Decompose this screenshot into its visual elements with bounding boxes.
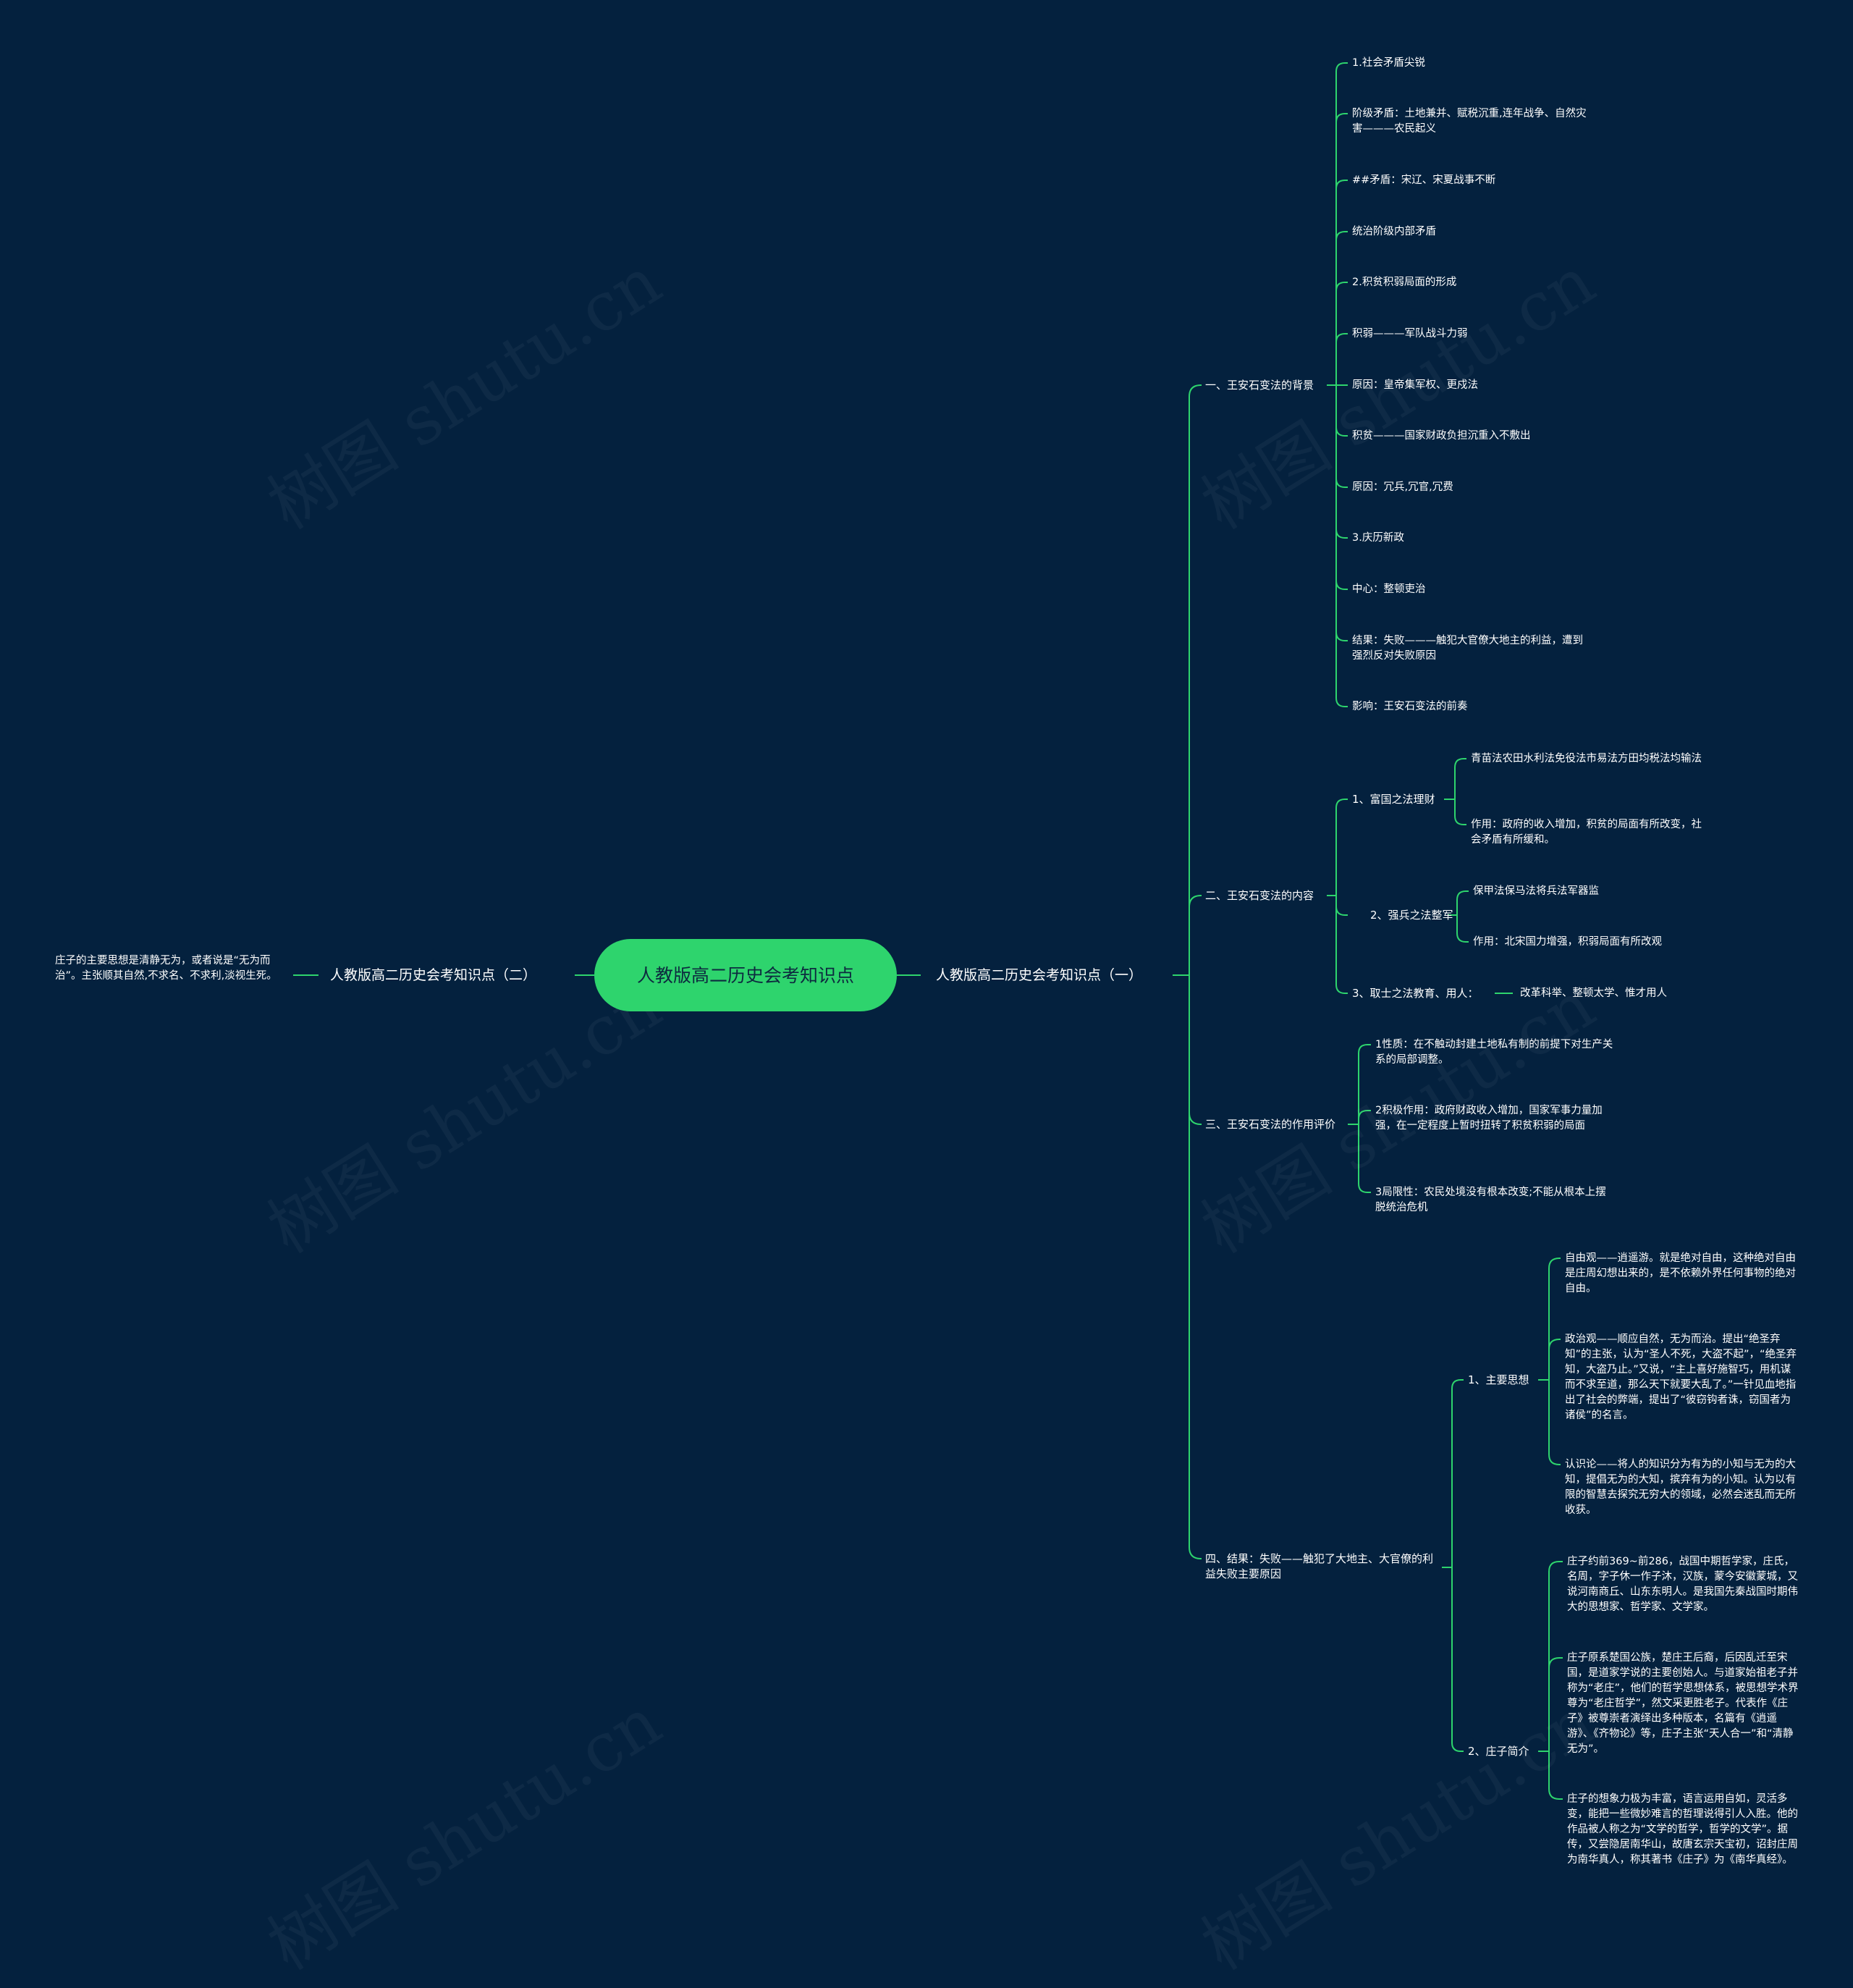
leaf-node[interactable]: 积贫———国家财政负担沉重入不敷出 [1352, 430, 1531, 442]
connector-line [1335, 799, 1348, 896]
subsection-node[interactable]: 2、庄子简介 [1468, 1745, 1529, 1758]
leaf-node[interactable]: 中心：整顿吏治 [1352, 584, 1426, 595]
section-node-content[interactable]: 二、王安石变法的内容 [1205, 889, 1314, 902]
connector-line [1456, 890, 1469, 915]
connector-line [1335, 896, 1348, 916]
section-node-background[interactable]: 一、王安石变法的背景 [1205, 379, 1314, 392]
connector-line [1454, 799, 1466, 825]
connector-line [1335, 231, 1348, 385]
connector-line [1189, 384, 1202, 975]
connector-line [1358, 1044, 1371, 1124]
leaf-node[interactable]: 2积极作用：政府财政收入增加，国家军事力量加强，在一定程度上暂时扭转了积贫积弱的… [1375, 1105, 1603, 1132]
section-node-result[interactable]: 四、结果：失败——触犯了大地主、大官僚的利益失败主要原因 [1205, 1552, 1434, 1580]
connector-line [1548, 1339, 1561, 1380]
connector-line [1189, 975, 1202, 1125]
leaf-node[interactable]: 影响：王安石变法的前奏 [1352, 701, 1468, 712]
connector-line [1335, 62, 1348, 385]
leaf-node[interactable]: 认识论——将人的知识分为有为的小知与无为的大知，提倡无为的大知，摈弃有为的小知。… [1565, 1459, 1796, 1516]
connector-line [1335, 385, 1348, 437]
connector-line [1335, 282, 1348, 385]
leaf-node[interactable]: 原因：皇帝集军权、更戍法 [1352, 379, 1478, 391]
connector-line [1189, 975, 1202, 1559]
subsection-node[interactable]: 1、富国之法理财 [1352, 793, 1435, 806]
leaf-node[interactable]: 3.庆历新政 [1352, 532, 1404, 544]
connector-line [1335, 113, 1348, 385]
leaf-node[interactable]: 青苗法农田水利法免役法市易法方田均税法均输法 [1471, 753, 1702, 765]
leaf-node[interactable]: 3局限性：农民处境没有根本改变;不能从根本上摆脱统治危机 [1375, 1187, 1606, 1213]
leaf-node[interactable]: 保甲法保马法将兵法军器监 [1473, 885, 1599, 897]
connector-line [1548, 1380, 1561, 1465]
root-node[interactable]: 人教版高二历史会考知识点 [594, 939, 897, 1011]
connector-line [1358, 1110, 1371, 1124]
subsection-node[interactable]: 2、强兵之法整军 [1370, 909, 1453, 922]
leaf-node[interactable]: 1.社会矛盾尖锐 [1352, 57, 1425, 69]
connector-line [1335, 385, 1348, 539]
connector-line [1451, 1567, 1464, 1752]
leaf-node[interactable]: 结果：失败———触犯大官僚大地主的利益，遭到强烈反对失败原因 [1352, 635, 1583, 662]
branch-node-right[interactable]: 人教版高二历史会考知识点（一） [936, 967, 1143, 983]
leaf-node[interactable]: 积弱———军队战斗力弱 [1352, 328, 1468, 340]
connector-line [1548, 1751, 1563, 1800]
connector-line [1335, 385, 1348, 707]
connector-line [1454, 758, 1466, 799]
leaf-node[interactable]: 原因：冗兵,冗官,冗费 [1352, 481, 1453, 493]
subsection-node[interactable]: 3、取士之法教育、用人： [1352, 987, 1479, 1000]
leaf-node[interactable]: 政治观——顺应自然，无为而治。提出“绝圣弃知”的主张，认为“圣人不死，大盗不起”… [1565, 1334, 1797, 1421]
leaf-node[interactable]: 庄子的主要思想是清静无为，或者说是“无为而治”。主张顺其自然,不求名、不求利,淡… [55, 955, 277, 982]
connector-line [1335, 180, 1348, 385]
leaf-node[interactable]: 自由观——逍遥游。就是绝对自由，这种绝对自由是庄周幻想出来的，是不依赖外界任何事… [1565, 1252, 1796, 1294]
connector-line [1335, 896, 1348, 994]
leaf-node[interactable]: 1性质：在不触动封建土地私有制的前提下对生产关系的局部调整。 [1375, 1039, 1613, 1066]
leaf-node[interactable]: 庄子原系楚国公族，楚庄王后裔，后因乱迁至宋国，是道家学说的主要创始人。与道家始祖… [1567, 1652, 1799, 1755]
connector-line [1358, 1124, 1371, 1193]
connector-line [1335, 385, 1348, 641]
leaf-node[interactable]: 作用：政府的收入增加，积贫的局面有所改变，社会矛盾有所缓和。 [1471, 819, 1702, 846]
connector-line [1548, 1561, 1563, 1751]
leaf-node[interactable]: 作用：北宋国力增强，积弱局面有所改观 [1473, 936, 1662, 948]
connector-line [1451, 1379, 1464, 1567]
connector-line [1189, 895, 1202, 975]
leaf-node[interactable]: 庄子的想象力极为丰富，语言运用自如，灵活多变，能把一些微妙难言的哲理说得引人入胜… [1567, 1793, 1798, 1866]
connector-line [1335, 333, 1348, 385]
leaf-node[interactable]: 统治阶级内部矛盾 [1352, 226, 1436, 237]
leaf-node[interactable]: 改革科举、整顿太学、惟才用人 [1520, 987, 1667, 999]
connector-line [1548, 1657, 1563, 1751]
connector-line [1456, 915, 1469, 943]
section-node-evaluation[interactable]: 三、王安石变法的作用评价 [1205, 1118, 1336, 1131]
leaf-node[interactable]: ##矛盾：宋辽、宋夏战事不断 [1352, 174, 1496, 186]
branch-node-left[interactable]: 人教版高二历史会考知识点（二） [330, 967, 537, 983]
connector-line [1548, 1258, 1561, 1380]
leaf-node[interactable]: 阶级矛盾：土地兼并、赋税沉重,连年战争、自然灾害———农民起义 [1352, 108, 1587, 135]
leaf-node[interactable]: 庄子约前369~前286，战国中期哲学家，庄氏，名周，字子休一作子沐，汉族，蒙今… [1567, 1556, 1798, 1613]
leaf-node[interactable]: 2.积贫积弱局面的形成 [1352, 277, 1457, 288]
subsection-node[interactable]: 1、主要思想 [1468, 1373, 1529, 1386]
